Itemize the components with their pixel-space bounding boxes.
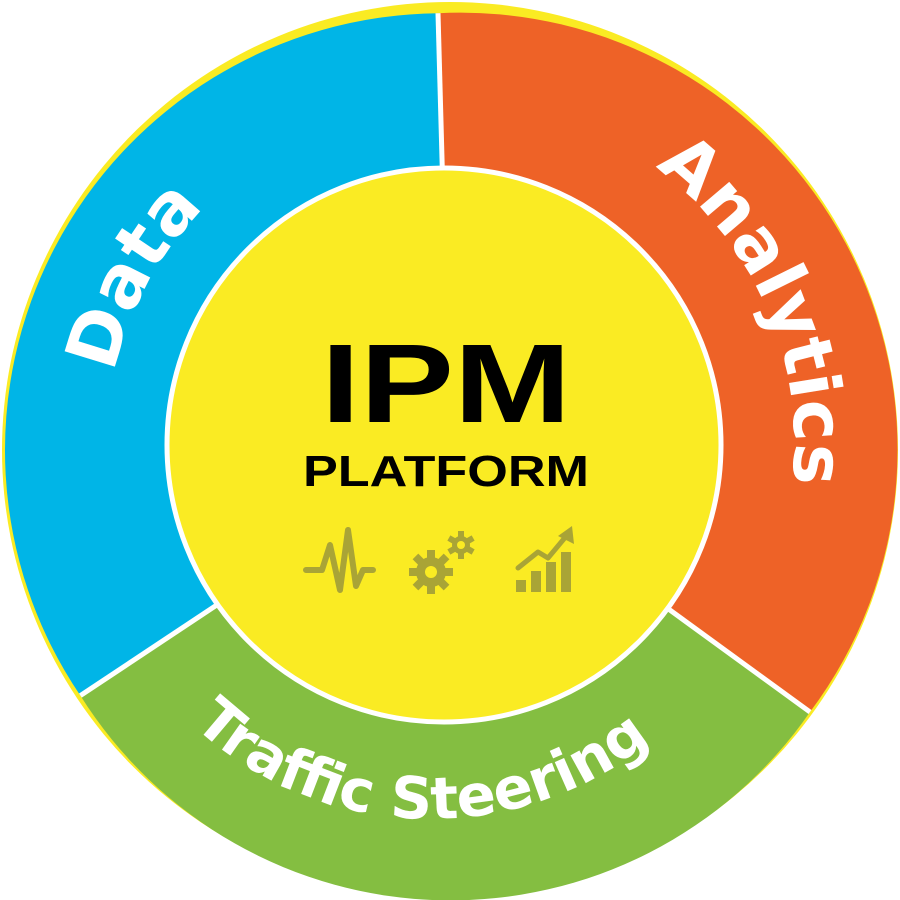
pulse-waveform-icon [303,527,376,593]
center-title: IPM [321,321,571,446]
growth-chart-icon [515,526,574,592]
center-circle [164,165,724,725]
gears-icon [409,531,475,594]
center-subtitle: PLATFORM [303,447,589,496]
